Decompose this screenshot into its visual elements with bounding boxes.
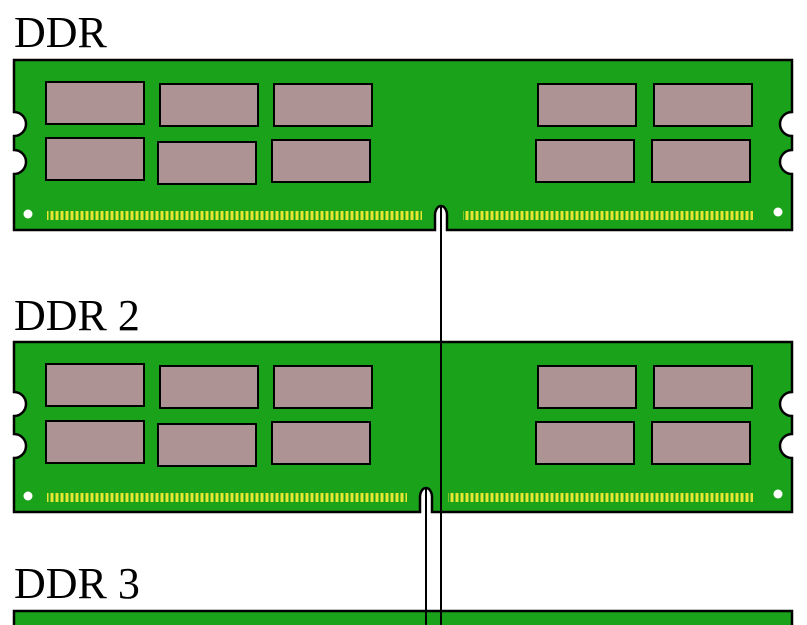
memory-chip	[157, 141, 257, 185]
memory-chip	[651, 421, 751, 465]
mounting-hole-right	[773, 207, 783, 217]
contact-pins-right	[448, 493, 753, 502]
mounting-hole-right	[773, 489, 783, 499]
memory-chips-ddr2	[45, 363, 753, 467]
module-ddr3: DDR 3	[12, 559, 794, 625]
memory-chip	[159, 365, 259, 409]
memory-chip	[537, 365, 637, 409]
module-ddr2: DDR 2	[12, 291, 794, 514]
module-label-ddr2: DDR 2	[14, 291, 140, 340]
memory-chip	[535, 139, 635, 183]
contact-pins-ddr2	[47, 493, 753, 502]
pcb-board-ddr3	[12, 609, 794, 625]
memory-chip	[273, 365, 373, 409]
module-label-ddr: DDR	[14, 8, 108, 57]
module-label-ddr3: DDR 3	[14, 559, 140, 608]
mounting-hole-left	[23, 491, 33, 501]
module-ddr: DDR	[12, 8, 794, 232]
memory-chip	[537, 83, 637, 127]
contact-pins-ddr	[47, 211, 753, 220]
memory-chip	[271, 421, 371, 465]
memory-chip	[653, 83, 753, 127]
memory-chip	[651, 139, 751, 183]
contact-pins-left	[47, 493, 407, 502]
memory-chip	[45, 420, 145, 464]
contact-pins-right	[463, 211, 753, 220]
memory-chip	[157, 423, 257, 467]
memory-chip	[45, 363, 145, 407]
contact-pins-left	[47, 211, 422, 220]
memory-chip	[159, 83, 259, 127]
memory-chip	[273, 83, 373, 127]
memory-chip	[45, 137, 145, 181]
mounting-hole-left	[23, 209, 33, 219]
memory-chip	[271, 139, 371, 183]
memory-chip	[535, 421, 635, 465]
notch-alignment-lines	[425, 206, 442, 625]
memory-chip	[45, 81, 145, 125]
memory-chips-ddr	[45, 81, 753, 185]
memory-chip	[653, 365, 753, 409]
